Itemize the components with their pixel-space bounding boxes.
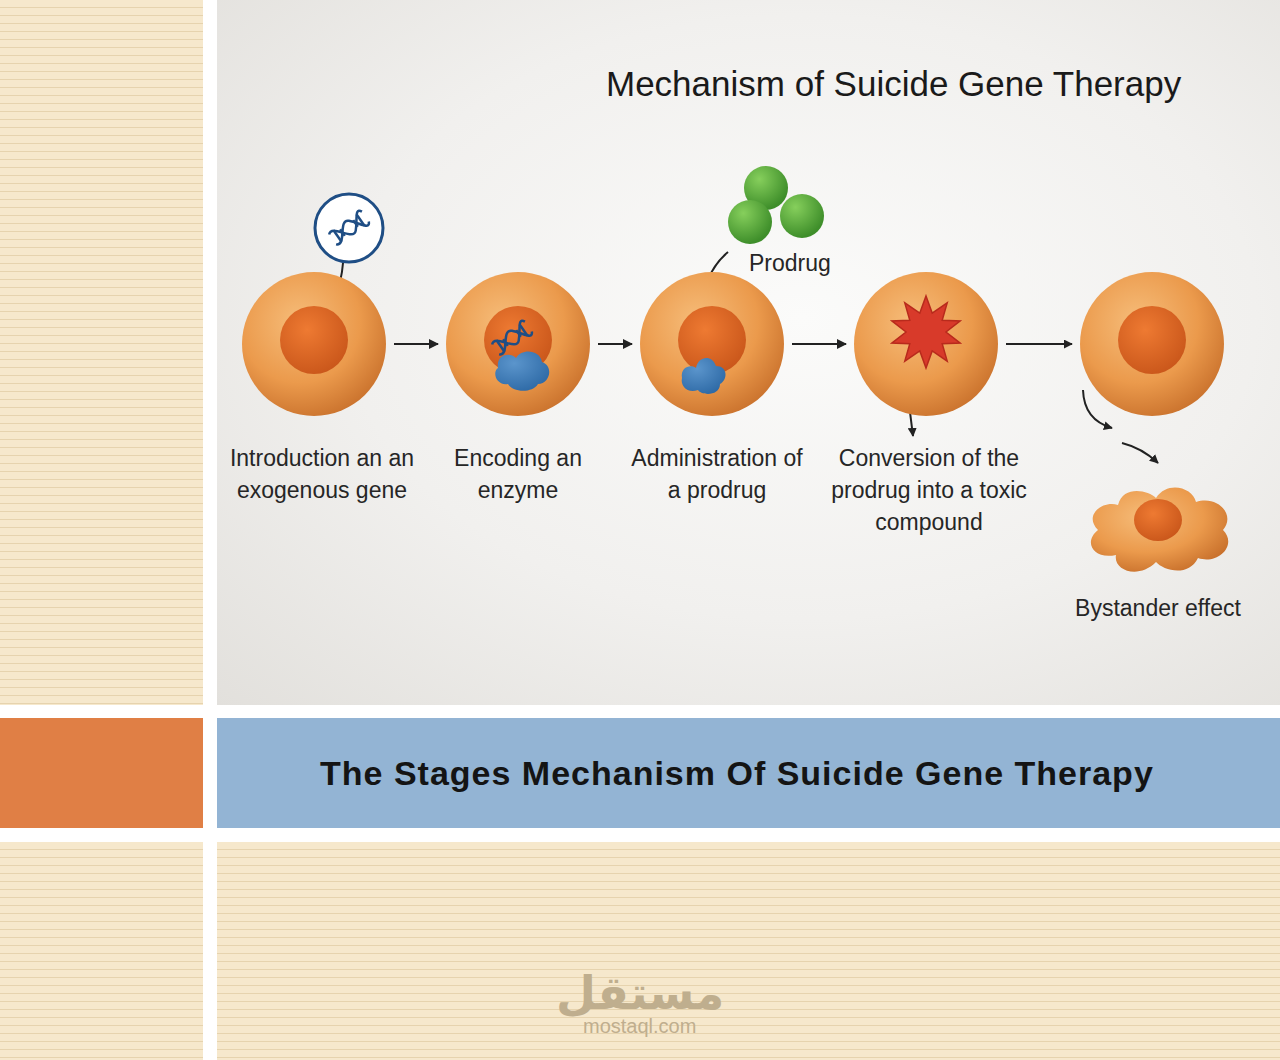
watermark: mostaql.com [583, 1015, 696, 1038]
cell-drawing [854, 272, 998, 416]
cell-drawing [640, 272, 784, 416]
dying-cell [1080, 272, 1224, 416]
striped-panel [217, 842, 1280, 1060]
step-label: Bystander effect [1058, 592, 1258, 624]
step-arrow [792, 343, 846, 345]
cell-drawing [242, 272, 386, 416]
cell-drawing [1078, 470, 1238, 582]
step-label: Conversion of the prodrug into a toxic c… [827, 442, 1032, 538]
prodrug-molecules [728, 166, 824, 244]
step-arrow [1006, 343, 1072, 345]
spread-arrow [1122, 443, 1158, 463]
step-arrow [598, 343, 632, 345]
prodrug-label: Prodrug [749, 250, 831, 277]
watermark: مستقل [556, 966, 724, 1020]
dna-icon [315, 194, 383, 262]
cell-node: Introduction an an exogenous gene [242, 272, 386, 416]
caption-text: The Stages Mechanism Of Suicide Gene The… [320, 754, 1154, 793]
step-arrow [394, 343, 438, 345]
cell-node: Conversion of the prodrug into a toxic c… [854, 272, 998, 416]
spread-arrow [1083, 390, 1112, 428]
striped-sidebar [0, 0, 203, 705]
cell-drawing [446, 272, 590, 416]
cell-node: Administration of a prodrug [640, 272, 784, 416]
striped-sidebar [0, 842, 203, 1060]
diagram-title: Mechanism of Suicide Gene Therapy [606, 64, 1181, 104]
bystander-cell: Bystander effect [1078, 470, 1238, 582]
step-label: Introduction an an exogenous gene [222, 442, 422, 506]
cell-node: Encoding an enzyme [446, 272, 590, 416]
step-label: Administration of a prodrug [622, 442, 812, 506]
step-label: Encoding an enzyme [443, 442, 593, 506]
accent-block [0, 718, 203, 828]
